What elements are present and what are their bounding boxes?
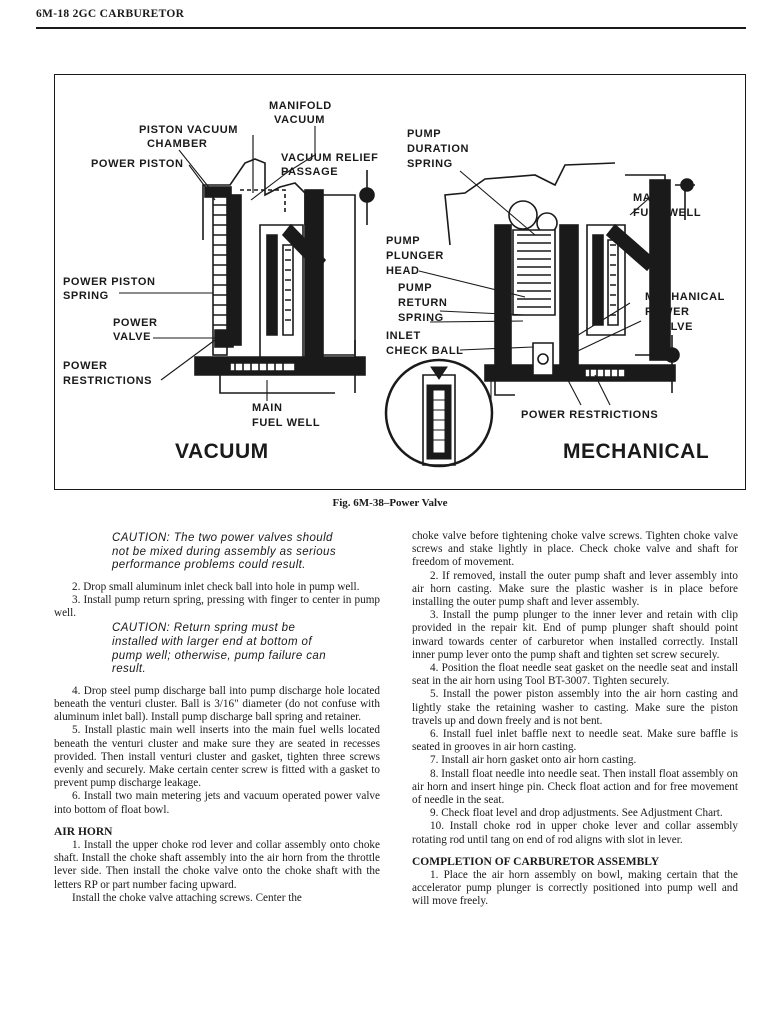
right-step-6: 6. Install fuel inlet baffle next to nee… [412,728,738,754]
label-power-restrictions-1: POWER [63,360,108,372]
label-mechanical-power-valve-3: VALVE [655,321,693,333]
label-pump-duration-spring-1: PUMP [407,128,441,140]
caution-note-1: CAUTION: The two power valves should not… [112,532,336,572]
label-main-fuel-well-1: MAIN [252,402,283,414]
completion-heading: COMPLETION OF CARBURETOR ASSEMBLY [412,855,660,868]
caution-note-2: CAUTION: Return spring must be installed… [112,622,326,676]
label-power-piston: POWER PISTON [91,158,184,170]
left-text-column: CAUTION: The two power valves should not… [54,530,380,905]
right-step-8: 8. Install float needle into needle seat… [412,767,738,807]
label-pump-duration-spring-2: DURATION [407,143,469,155]
step-2-paragraph: 2. Drop small aluminum inlet check ball … [72,580,360,593]
label-pump-duration-spring-3: SPRING [407,158,453,170]
page-header: 6M-18 2GC CARBURETOR [36,8,185,20]
label-manifold-vacuum-1: MANIFOLD [269,100,332,112]
label-piston-vacuum-chamber-1: PISTON VACUUM [139,124,238,136]
label-mechanical-power-valve-2: POWER [645,306,690,318]
label-mechanical-power-valve-1: MECHANICAL [645,291,725,303]
label-right-power-restrictions: POWER RESTRICTIONS [521,409,658,421]
label-pump-plunger-head-3: HEAD [386,265,420,277]
check-ball-inset [384,358,494,468]
leader-lines [119,126,656,406]
right-step-4: 4. Position the float needle seat gasket… [412,662,738,688]
right-step-7: 7. Install air horn gasket onto air horn… [430,754,637,767]
right-step-2: 2. If removed, install the outer pump sh… [412,569,738,609]
step-4-paragraph: 4. Drop steel pump discharge ball into p… [54,684,380,724]
vacuum-carburetor-drawing [194,135,375,394]
step-3-paragraph: 3. Install pump return spring, pressing … [54,593,380,620]
label-inlet-check-ball-2: CHECK BALL [386,345,464,357]
label-power-piston-spring-1: POWER PISTON [63,276,156,288]
label-power-piston-spring-2: SPRING [63,290,109,302]
label-pump-return-spring-3: SPRING [398,312,444,324]
right-step-3: 3. Install the pump plunger to the inner… [412,609,738,661]
label-inlet-check-ball-1: INLET [386,330,421,342]
label-manifold-vacuum-2: VACUUM [274,114,325,126]
mechanical-carburetor-drawing [444,162,695,396]
label-piston-vacuum-chamber-2: CHAMBER [147,138,207,150]
continued-paragraph: choke valve before tightening choke valv… [412,530,738,569]
figure-caption: Fig. 6M-38–Power Valve [332,497,448,509]
right-step-10: 10. Install choke rod in upper choke lev… [412,820,738,846]
step-6-paragraph: 6. Install two main metering jets and va… [54,790,380,816]
label-right-main-fuel-well-2: FUEL WELL [633,207,701,219]
completion-step-1: 1. Place the air horn assembly on bowl, … [412,869,738,908]
right-text-column: choke valve before tightening choke valv… [412,530,738,909]
label-vacuum-relief-passage-2: PASSAGE [281,166,338,178]
carburetor-diagram: MANIFOLD VACUUM PISTON VACUUM CHAMBER PO… [63,100,725,468]
label-main-fuel-well-2: FUEL WELL [252,417,320,429]
step-5-paragraph: 5. Install plastic main well inserts int… [54,724,380,790]
power-valve-figure: MANIFOLD VACUUM PISTON VACUUM CHAMBER PO… [54,74,746,490]
label-vacuum-title: VACUUM [175,440,269,463]
label-pump-plunger-head-1: PUMP [386,235,420,247]
label-right-main-fuel-well-1: MAIN [633,192,664,204]
label-power-valve-1: POWER [113,317,158,329]
header-rule [36,27,746,29]
right-step-5: 5. Install the power piston assembly int… [412,688,738,727]
right-step-9: 9. Check float level and drop adjustment… [430,807,723,820]
label-pump-plunger-head-2: PLUNGER [386,250,444,262]
air-horn-step-1: 1. Install the upper choke rod lever and… [54,839,380,891]
label-vacuum-relief-passage-1: VACUUM RELIEF [281,152,378,164]
air-horn-continuation: Install the choke valve attaching screws… [72,891,302,904]
air-horn-heading: AIR HORN [54,825,113,838]
label-mechanical-title: MECHANICAL [563,440,709,463]
label-power-valve-2: VALVE [113,331,151,343]
label-power-restrictions-2: RESTRICTIONS [63,375,152,387]
label-pump-return-spring-2: RETURN [398,297,447,309]
label-pump-return-spring-1: PUMP [398,282,432,294]
